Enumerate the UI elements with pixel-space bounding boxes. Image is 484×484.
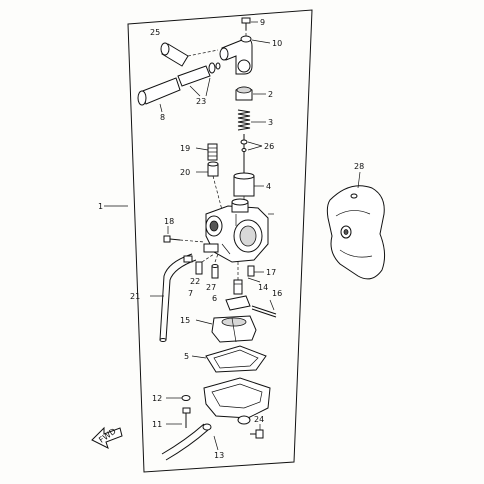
part-10-washer (240, 35, 252, 43)
callout-4: 4 (266, 182, 271, 191)
callout-1: 1 (98, 202, 103, 211)
callout-26: 26 (264, 142, 274, 151)
hose-clip (183, 255, 193, 263)
part-11-screw (182, 407, 191, 428)
part-19-screw (207, 143, 218, 161)
part-26-needle (240, 134, 248, 176)
float-valve (225, 295, 251, 311)
part-6-main-jet (233, 279, 243, 295)
part-12-washer (181, 395, 191, 401)
part-3-spring (237, 109, 251, 131)
float-bowl (203, 377, 271, 425)
callout-14: 14 (258, 283, 268, 292)
callout-7: 7 (188, 289, 193, 298)
callout-28: 28 (354, 162, 364, 171)
part-22-jet (195, 261, 203, 275)
part-23-tubes (177, 62, 221, 87)
part-24-screw (250, 429, 264, 439)
part-20-cylinder (207, 161, 219, 177)
part-18-screw (163, 235, 181, 243)
callout-10: 10 (272, 39, 282, 48)
callout-23: 23 (196, 97, 206, 106)
callout-25: 25 (150, 28, 160, 37)
callout-15: 15 (180, 316, 190, 325)
part-25-cap (160, 42, 189, 67)
part-27-jet (211, 264, 219, 279)
fwd-arrow-icon (91, 426, 123, 449)
callout-18: 18 (164, 217, 174, 226)
part-13-drain-hose (161, 423, 212, 461)
callout-8: 8 (160, 113, 165, 122)
callout-9: 9 (260, 18, 265, 27)
part-4-slide (233, 172, 255, 197)
callout-16: 16 (272, 289, 282, 298)
part-28-boot (326, 185, 386, 280)
callout-17: 17 (266, 268, 276, 277)
callout-12: 12 (152, 394, 162, 403)
callout-24: 24 (254, 415, 264, 424)
callout-5: 5 (184, 352, 189, 361)
callout-22: 22 (190, 277, 200, 286)
part-9-screw (241, 17, 251, 30)
callout-3: 3 (268, 118, 273, 127)
callout-13: 13 (214, 451, 224, 460)
callout-27: 27 (206, 283, 216, 292)
callout-21: 21 (130, 292, 140, 301)
carburetor-body (203, 198, 269, 263)
assembly-boundary (127, 9, 313, 473)
callout-6: 6 (212, 294, 217, 303)
callout-2: 2 (268, 90, 273, 99)
fwd-label: FWD (97, 427, 117, 445)
callout-19: 19 (180, 144, 190, 153)
part-15-float (211, 315, 257, 343)
elbow-fitting (219, 38, 253, 75)
part-16-pin (251, 305, 277, 318)
part-8-sleeve (137, 77, 181, 106)
part-17-plug (247, 265, 255, 277)
part-2-cap (235, 86, 253, 101)
callout-11: 11 (152, 420, 162, 429)
callout-20: 20 (180, 168, 190, 177)
part-5-gasket (205, 345, 267, 373)
